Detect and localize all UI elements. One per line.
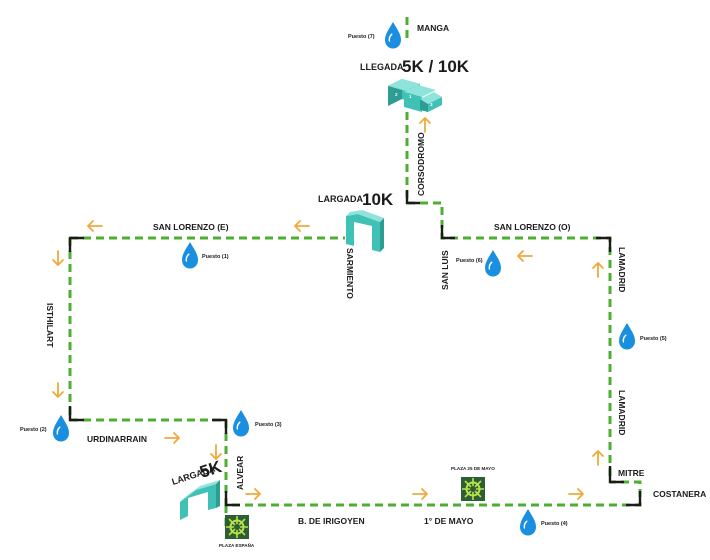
street-1-de-mayo: 1° DE MAYO [424,516,474,526]
svg-text:Puesto (1): Puesto (1) [202,254,229,260]
finish-line: LLEGADA 5K / 10K 2 1 3 [360,57,470,112]
street-sarmiento: SARMIENTO [345,248,355,299]
svg-text:Puesto (5): Puesto (5) [640,336,667,342]
plaza-25-de-mayo: PLAZA 25 DE MAYO [451,466,495,502]
street-corsodromo: CORSODROMO [416,132,426,196]
svg-text:Puesto (2): Puesto (2) [20,427,47,433]
plaza-icon [224,514,250,540]
street-san-luis: SAN LUIS [440,250,450,290]
water-station-2: Puesto (2) [20,414,70,443]
plaza-icon [460,476,486,502]
street-lamadrid-top: LAMADRID [617,247,627,292]
start-10k-distance: 10K [362,190,394,209]
svg-text:Puesto (3): Puesto (3) [255,422,282,428]
svg-text:Puesto (4): Puesto (4) [541,521,568,527]
water-drop-icon [232,409,250,438]
start-10k: LARGADA 10K [318,190,394,252]
podium-icon: 2 1 3 [388,79,442,112]
water-station-5: Puesto (5) [618,322,667,351]
water-station-4: Puesto (4) [519,508,568,537]
svg-text:3: 3 [430,102,433,107]
water-drop-icon [618,322,636,351]
svg-text:PLAZA 25 DE MAYO: PLAZA 25 DE MAYO [451,466,495,471]
street-manga: MANGA [417,23,449,33]
water-station-3: Puesto (3) [232,409,282,438]
street-isthilart: ISTHILART [45,303,55,348]
start-arch-icon [346,210,384,252]
start-5k: LARGADA 5K [171,457,225,520]
street-san-lorenzo-o: SAN LORENZO (O) [494,222,571,232]
water-station-7: Puesto (7) [348,21,402,50]
corner-markers [68,190,642,507]
water-drop-icon [519,508,537,537]
water-station-1: Puesto (1) [181,241,229,270]
svg-text:Puesto (7): Puesto (7) [348,34,375,40]
water-drop-icon [52,414,70,443]
svg-text:2: 2 [395,92,398,97]
street-mitre: MITRE [618,468,645,478]
street-labels: MANGA CORSODROMO SAN LORENZO (E) SAN LOR… [45,23,706,526]
start-arch-icon [180,480,220,520]
street-costanera: COSTANERA [653,489,706,499]
water-drop-icon [181,241,199,270]
svg-text:Puesto (6): Puesto (6) [456,258,483,264]
finish-label: LLEGADA [360,62,404,72]
finish-distance: 5K / 10K [402,57,470,76]
water-drop-icon [384,21,402,50]
start-10k-label: LARGADA [318,194,363,204]
street-b-de-irigoyen: B. DE IRIGOYEN [298,516,365,526]
svg-text:PLAZA ESPAÑA: PLAZA ESPAÑA [219,542,255,548]
street-san-lorenzo-e: SAN LORENZO (E) [153,222,229,232]
plaza-espana: PLAZA ESPAÑA [219,514,255,548]
start-5k-distance: 5K [197,457,224,482]
water-station-6: Puesto (6) [456,249,502,278]
street-lamadrid-bottom: LAMADRID [617,390,627,435]
street-alvear: ALVEAR [235,456,245,490]
svg-text:1: 1 [409,94,412,99]
water-drop-icon [484,249,502,278]
street-urdinarrain: URDINARRAIN [87,434,147,444]
